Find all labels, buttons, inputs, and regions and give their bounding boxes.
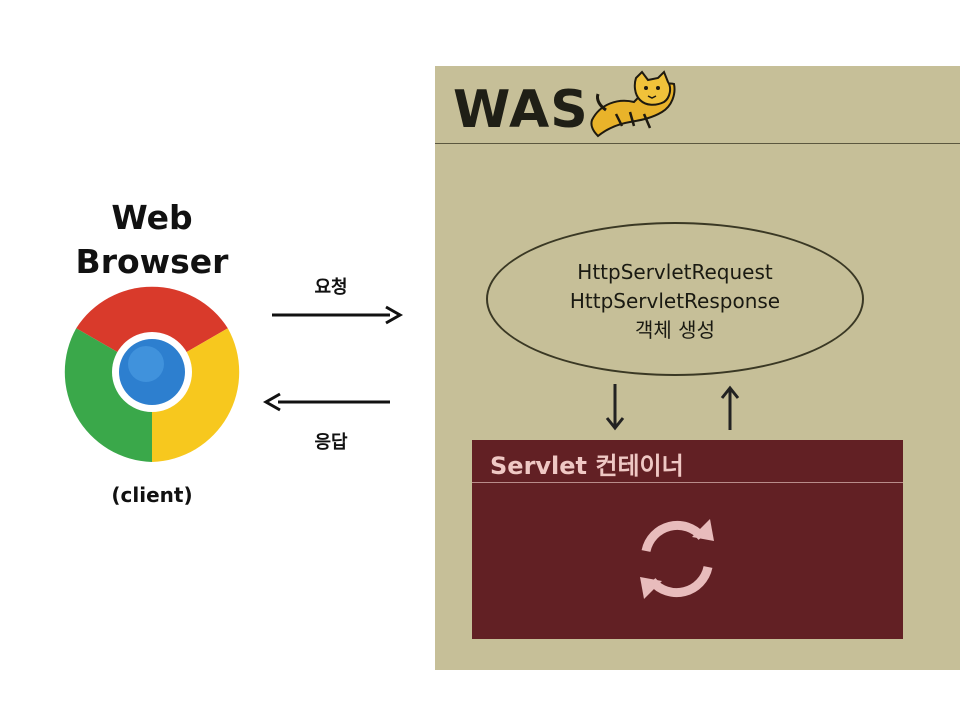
servlet-container-box <box>472 440 903 639</box>
browser-title-line1: Web <box>111 198 193 237</box>
browser-title: Web Browser <box>60 196 244 284</box>
down-arrow-icon <box>605 384 625 431</box>
was-title: WAS <box>453 80 589 140</box>
chrome-logo-icon <box>64 286 240 462</box>
container-flow-arrows <box>605 384 740 431</box>
ellipse-line3: 객체 생성 <box>635 318 715 342</box>
servlet-container-title: Servlet 컨테이너 <box>490 452 684 480</box>
ellipse-text: HttpServletRequest HttpServletResponse 객… <box>486 258 864 345</box>
ellipse-line2: HttpServletResponse <box>569 289 781 313</box>
response-label: 응답 <box>314 432 348 453</box>
was-header-divider <box>435 143 960 144</box>
up-arrow-icon <box>720 385 740 430</box>
request-label: 요청 <box>314 277 348 298</box>
request-response-arrows <box>262 305 404 412</box>
servlet-container-divider <box>472 482 903 483</box>
tomcat-logo-icon <box>590 70 676 138</box>
refresh-cycle-icon <box>640 519 714 599</box>
browser-title-line2: Browser <box>75 242 229 281</box>
client-label: (client) <box>111 483 193 507</box>
request-response-ellipse <box>486 222 864 376</box>
ellipse-line1: HttpServletRequest <box>577 260 773 284</box>
response-arrow-icon <box>262 392 390 412</box>
request-arrow-icon <box>272 305 404 325</box>
